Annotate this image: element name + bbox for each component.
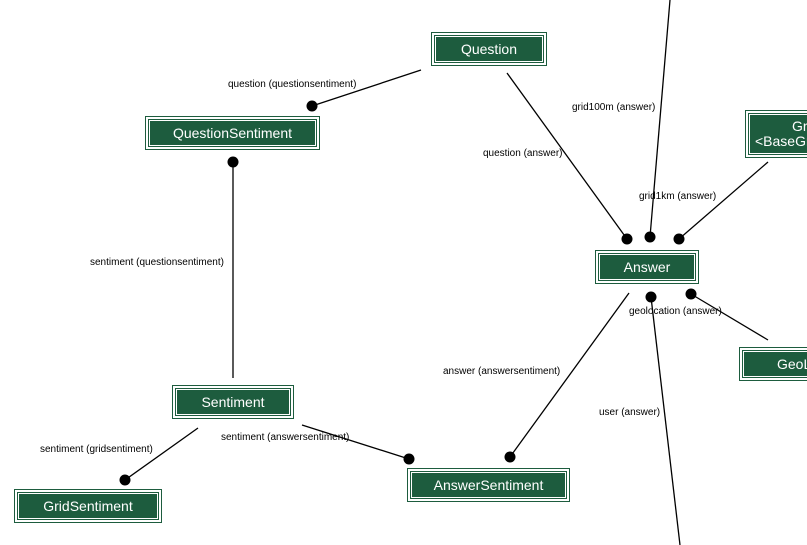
edge-endpoint-dot <box>645 291 657 303</box>
edge-endpoint-dot <box>673 233 685 245</box>
edge-label-grid100m-answer: grid100m (answer) <box>572 102 656 113</box>
node-grid-label-line2: <BaseGri <box>755 133 807 149</box>
edge-endpoint-dot <box>504 451 516 463</box>
node-geolocation-label: GeoL <box>777 355 807 372</box>
edge-endpoint-dot <box>685 288 697 300</box>
node-question-sentiment[interactable]: QuestionSentiment <box>145 116 320 150</box>
node-grid-sentiment-label: GridSentiment <box>43 497 133 514</box>
edge-label-geolocation-answer: geolocation (answer) <box>629 306 722 317</box>
node-grid-label-line1: Grid <box>792 118 807 134</box>
node-grid-sentiment[interactable]: GridSentiment <box>14 489 162 523</box>
node-sentiment-label: Sentiment <box>201 393 265 410</box>
node-answer-label: Answer <box>623 258 671 275</box>
node-question-sentiment-label: QuestionSentiment <box>172 124 293 141</box>
edge-endpoint-dot <box>621 233 633 245</box>
edge-user-answer <box>650 296 681 545</box>
edge-endpoint-dot <box>227 156 239 168</box>
node-geolocation[interactable]: GeoL <box>739 347 807 381</box>
edge-label-question-questionsentiment: question (questionsentiment) <box>228 79 357 90</box>
edge-answer-answersentiment <box>509 292 630 458</box>
edge-label-answer-answersentiment: answer (answersentiment) <box>443 366 561 377</box>
edge-question-questionsentiment <box>311 69 422 107</box>
node-answer-sentiment[interactable]: AnswerSentiment <box>407 468 570 502</box>
node-question[interactable]: Question <box>431 32 547 66</box>
node-sentiment[interactable]: Sentiment <box>172 385 294 419</box>
edge-endpoint-dot <box>644 231 656 243</box>
edge-grid1km-answer <box>678 161 769 240</box>
edge-grid100m-answer <box>649 0 671 238</box>
edge-question-answer <box>506 72 628 240</box>
edge-label-question-answer: question (answer) <box>483 148 563 159</box>
edge-label-sentiment-answersentiment: sentiment (answersentiment) <box>221 432 350 443</box>
node-answer-sentiment-label: AnswerSentiment <box>433 476 544 493</box>
node-grid[interactable]: Grid <BaseGri <box>745 110 807 158</box>
edge-label-sentiment-questionsentiment: sentiment (questionsentiment) <box>90 257 224 268</box>
edge-sentiment-answersentiment <box>301 424 410 460</box>
edge-endpoint-dot <box>119 474 131 486</box>
edge-label-user-answer: user (answer) <box>599 407 661 418</box>
edge-endpoint-dot <box>306 100 318 112</box>
edge-geolocation-answer <box>690 293 769 341</box>
edge-endpoint-dot <box>403 453 415 465</box>
edge-label-grid1km-answer: grid1km (answer) <box>639 191 717 202</box>
node-question-label: Question <box>460 40 518 57</box>
edge-sentiment-gridsentiment <box>124 427 199 481</box>
edge-label-sentiment-gridsentiment: sentiment (gridsentiment) <box>40 444 153 455</box>
node-answer[interactable]: Answer <box>595 250 699 284</box>
